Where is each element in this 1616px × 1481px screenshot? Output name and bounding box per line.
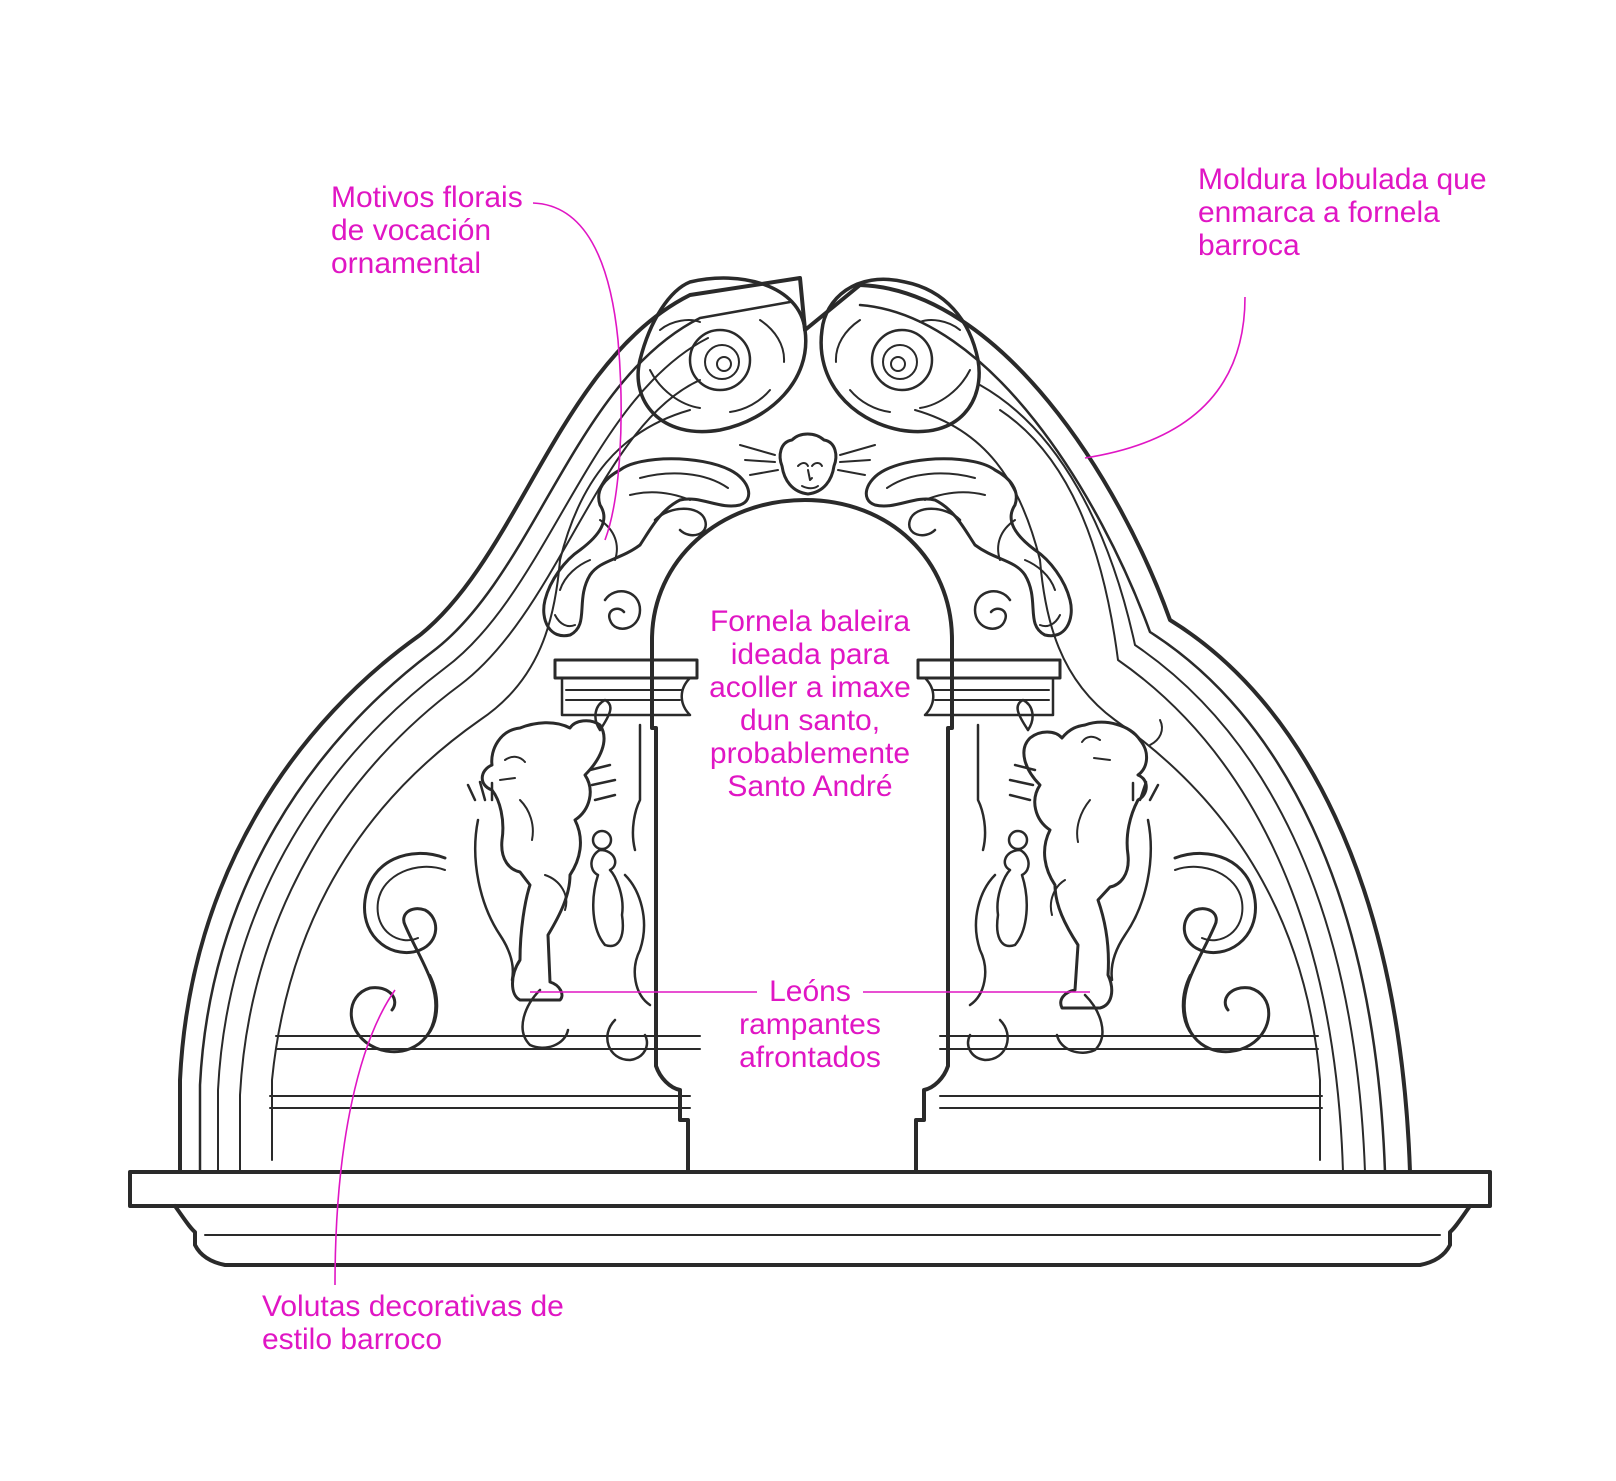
outer-moulding [178, 276, 1412, 1174]
label-volutas-decorativas: Volutas decorativas de estilo barroco [262, 1290, 564, 1356]
moulding-line-4r [999, 409, 1344, 1173]
moulding-line-3 [217, 337, 709, 1173]
label-fornela-baleira: Fornela baleira ideada para acoller a im… [709, 605, 911, 803]
base-ogee [173, 1204, 1472, 1267]
inner-tympanum-r [914, 409, 1321, 1161]
cherub-head [778, 432, 838, 496]
moulding-line-2 [198, 300, 792, 1174]
left-floral-motif [542, 457, 751, 638]
callout-volutas [334, 989, 396, 1286]
moulding-line-4 [239, 379, 701, 1173]
label-leons-rampantes: Leóns rampantes afrontados [739, 975, 881, 1074]
right-floral-motif [864, 457, 1073, 638]
base-cornice [128, 1170, 1492, 1208]
left-volute [349, 852, 447, 1054]
right-lion [1022, 720, 1148, 1010]
left-capital [553, 658, 699, 680]
annotation-callouts [334, 202, 1246, 1286]
niche-opening [650, 498, 954, 1174]
right-capital [916, 658, 1062, 680]
label-moldura-lobulada: Moldura lobulada que enmarca a fornela b… [1198, 163, 1487, 262]
callout-floral [532, 202, 622, 541]
moulding-line-3r [979, 384, 1366, 1173]
callout-moldura [1084, 296, 1246, 459]
left-lion [480, 719, 606, 1002]
left-scroll-cartouche [636, 276, 808, 434]
right-volute [1173, 852, 1271, 1054]
right-scroll-cartouche [819, 277, 981, 434]
moulding-line-2r [858, 303, 1387, 1174]
label-motivos-florais: Motivos florais de vocación ornamental [331, 181, 523, 280]
inner-tympanum [271, 409, 691, 1161]
